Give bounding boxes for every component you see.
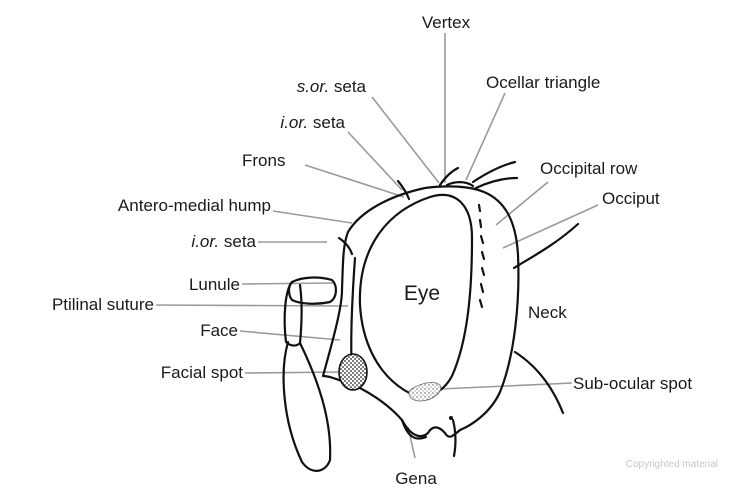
label-sor-seta-text: seta — [329, 77, 366, 96]
label-ior-upper-italic: i.or. — [280, 113, 308, 132]
facial-spot — [339, 354, 367, 390]
sub-ocular-spot — [409, 383, 441, 401]
label-lunule: Lunule — [189, 275, 240, 294]
label-vertex: Vertex — [422, 13, 471, 32]
label-ior-upper-seta-text: seta — [308, 113, 345, 132]
label-face: Face — [200, 321, 238, 340]
label-ior-seta-upper: i.or. seta — [280, 113, 345, 132]
label-facial-spot: Facial spot — [161, 363, 243, 382]
label-ptilinal-suture: Ptilinal suture — [52, 295, 154, 314]
label-ior-lower-seta-text: seta — [219, 232, 256, 251]
label-occiput: Occiput — [602, 189, 660, 208]
label-sor-italic: s.or. — [297, 77, 329, 96]
label-antero-medial-hump: Antero-medial hump — [118, 196, 271, 215]
occipital-row — [479, 205, 484, 307]
label-occipital-row: Occipital row — [540, 159, 638, 178]
label-frons: Frons — [242, 151, 285, 170]
watermark: Copyrighted material — [626, 459, 718, 470]
label-sub-ocular-spot: Sub-ocular spot — [573, 374, 692, 393]
label-gena: Gena — [395, 469, 437, 488]
label-neck: Neck — [528, 303, 567, 322]
label-ocellar-triangle: Ocellar triangle — [486, 73, 600, 92]
label-eye: Eye — [404, 282, 440, 305]
label-ior-seta-lower: i.or. seta — [191, 232, 256, 251]
label-ior-lower-italic: i.or. — [191, 232, 219, 251]
label-sor-seta: s.or. seta — [297, 77, 367, 96]
